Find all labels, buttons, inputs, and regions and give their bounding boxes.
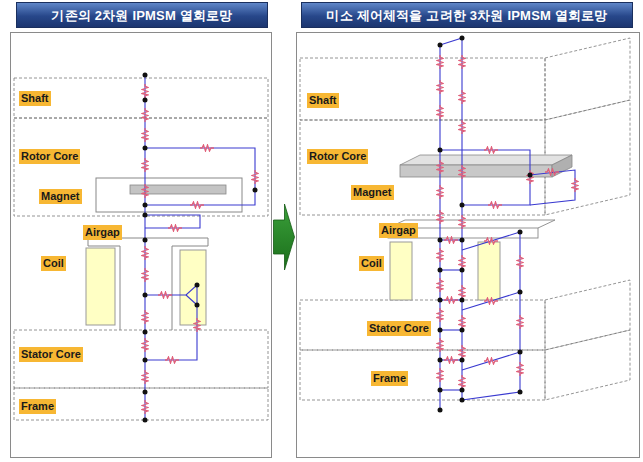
part-name: Airgap (85, 226, 120, 238)
coil-3d-left (390, 242, 412, 300)
part-label: Coil (359, 256, 384, 271)
part-label: Airgap (379, 223, 418, 238)
part-label: Rotor Core (19, 149, 80, 164)
part-label: Stator Core (367, 321, 431, 336)
part-label: Magnet (39, 189, 82, 204)
part-name: Magnet (41, 190, 80, 202)
part-name: Magnet (353, 186, 392, 198)
resistor-symbols-3d (437, 55, 578, 389)
node-dots (143, 73, 258, 423)
part-label: Frame (19, 399, 56, 414)
part-name: Airgap (381, 224, 416, 236)
coil-3d-right (478, 242, 500, 300)
block-arrow (274, 204, 295, 270)
part-name: Stator Core (21, 348, 81, 360)
network-lines-3d (440, 38, 575, 410)
part-name: Frame (373, 372, 406, 384)
part-name: Shaft (309, 94, 337, 106)
region-boxes-3d (300, 38, 630, 400)
region-outlines (14, 78, 268, 420)
panel-title: 미소 제어체적을 고려한 3차원 IPMSM 열회로망 (301, 2, 633, 28)
part-label: Airgap (83, 225, 122, 240)
part-name: Stator Core (369, 322, 429, 334)
part-name: Shaft (21, 92, 49, 104)
part-name: Rotor Core (21, 150, 78, 162)
part-label: Coil (41, 256, 66, 271)
part-name: Coil (43, 257, 64, 269)
network-panel: 기존의 2차원 IPMSM 열회로망ShaftRotor CoreMagnetA… (10, 32, 272, 458)
network-panel: 미소 제어체적을 고려한 3차원 IPMSM 열회로망ShaftRotor Co… (296, 32, 640, 458)
part-name: Frame (21, 400, 54, 412)
part-label: Shaft (307, 93, 339, 108)
magnet-slot (96, 178, 242, 212)
coil-right (180, 250, 206, 325)
part-name: Rotor Core (309, 150, 366, 162)
coil-left (86, 248, 115, 325)
panel-title: 기존의 2차원 IPMSM 열회로망 (16, 2, 268, 28)
part-label: Magnet (351, 185, 394, 200)
part-name: Coil (361, 257, 382, 269)
part-label: Frame (371, 371, 408, 386)
node-dots-3d (438, 36, 533, 413)
part-label: Shaft (19, 91, 51, 106)
part-label: Rotor Core (307, 149, 368, 164)
network-lines (145, 75, 255, 420)
resistor-symbols (142, 84, 258, 414)
part-label: Stator Core (19, 347, 83, 362)
